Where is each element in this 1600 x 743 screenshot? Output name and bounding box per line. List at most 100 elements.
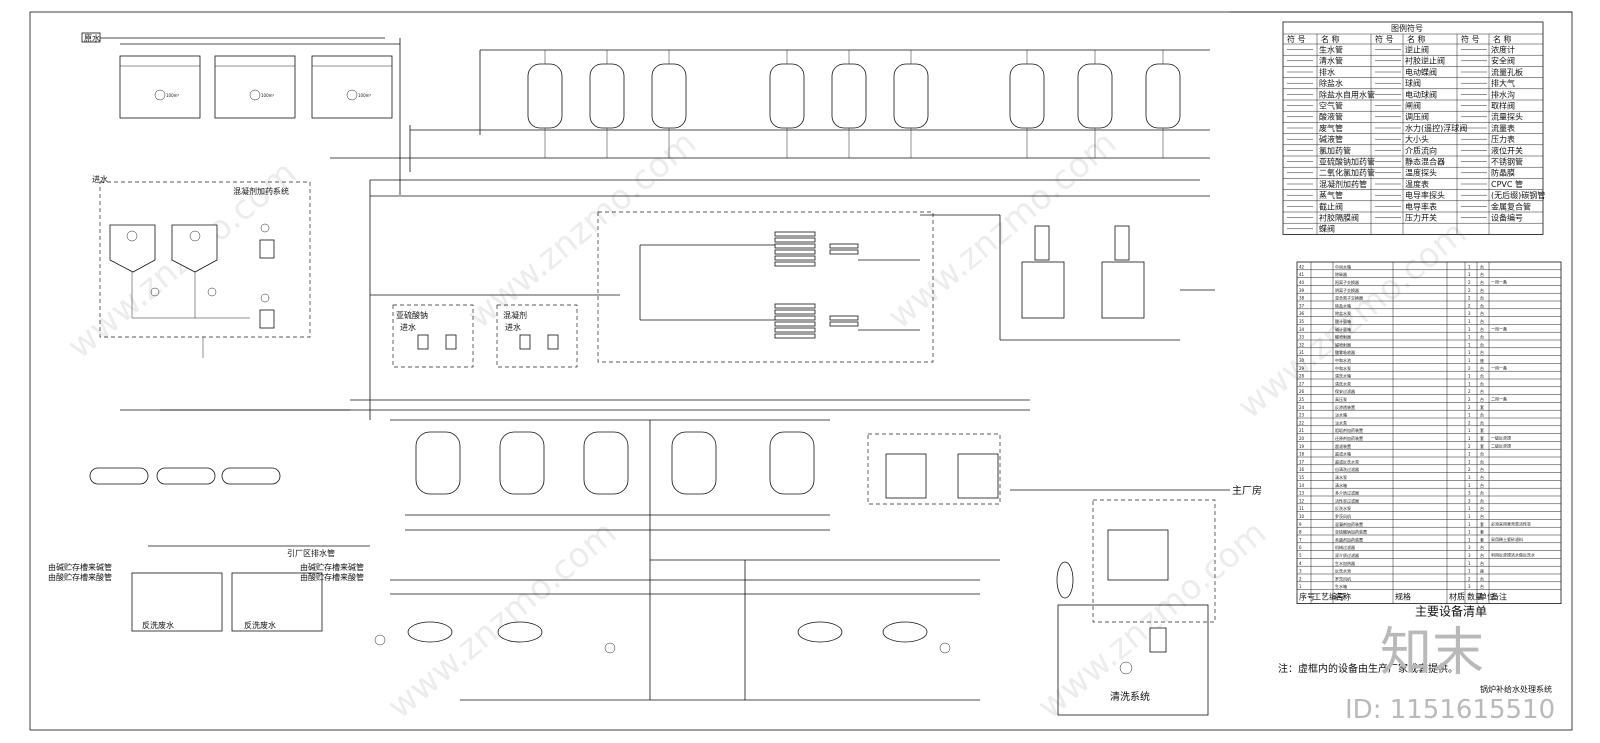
equipment-row-unit: 台 [1480, 318, 1484, 324]
acid-line-label: 由碱贮存槽来碱管 [48, 562, 112, 572]
legend-item: 空气管 [1319, 101, 1343, 111]
legend-item: 介质流向 [1405, 145, 1437, 155]
tank-volume: 100m³ [166, 93, 180, 98]
equipment-row-unit: 台 [1480, 552, 1484, 558]
equipment-row-name: 阳离子交换器 [1335, 279, 1359, 285]
equipment-remark: 一用一备 [1491, 325, 1507, 331]
equipment-row-name: 酸计量箱 [1335, 318, 1351, 324]
equipment-header-cell: 数量 [1467, 592, 1483, 602]
legend-item: 大小头 [1405, 134, 1429, 144]
equipment-row-unit: 台 [1480, 490, 1484, 496]
blowers [89, 467, 281, 485]
acid-line-label: 由碱贮存槽来碱管 [300, 562, 364, 572]
equipment-row-name: 淡水泵 [1335, 419, 1347, 425]
ro-skid-frame [597, 211, 934, 363]
equipment-row-unit: 台 [1480, 575, 1484, 581]
sodium-sulfite-box [392, 304, 474, 368]
legend-item: 氯加药管 [1319, 145, 1351, 155]
legend-header-cell: 名 称 [1407, 34, 1426, 44]
equipment-row-no: 37 [1299, 303, 1305, 308]
equipment-remark: 二用一备 [1491, 396, 1507, 402]
equipment-row-unit: 座 [1480, 357, 1484, 363]
equipment-row-no: 12 [1299, 498, 1305, 503]
legend-item: 排大气 [1491, 78, 1515, 88]
legend-item: 流量孔板 [1491, 67, 1523, 77]
equipment-title: 主要设备清单 [1415, 605, 1487, 619]
equipment-row-unit: 套 [1480, 435, 1484, 441]
backwash-pool [231, 572, 323, 632]
metering-pump [259, 309, 275, 329]
equipment-border [1296, 261, 1562, 605]
equipment-row-qty: 1 [1468, 264, 1471, 269]
equipment-row-qty: 2 [1468, 366, 1471, 371]
equipment-row-qty: 2 [1468, 467, 1471, 472]
legend-item: 压力表 [1491, 134, 1515, 144]
equipment-row-name: 超滤反洗水泵 [1335, 458, 1359, 464]
legend-item: 静态混合器 [1405, 157, 1445, 167]
equipment-row-qty: 1 [1468, 561, 1471, 566]
equipment-row-name: 保安过滤器 [1335, 388, 1355, 394]
equipment-row-no: 27 [1299, 381, 1305, 386]
equipment-row-name: 碱计量箱 [1335, 326, 1351, 332]
legend-item: 衬胶隔膜阀 [1319, 213, 1359, 223]
equipment-row-qty: 1 [1468, 522, 1471, 527]
equipment-row-no: 8 [1299, 530, 1302, 535]
filter-vessel [1145, 63, 1181, 129]
equipment-row-no: 3 [1299, 569, 1302, 574]
equipment-row-name: 阴离子交换器 [1335, 287, 1359, 293]
legend-item: 金属复合管 [1491, 201, 1531, 211]
equipment-row-unit: 台 [1480, 451, 1484, 457]
equipment-row-name: 反洗水泵 [1335, 505, 1351, 511]
equipment-row-name: 活性炭过滤器 [1335, 497, 1359, 503]
bottom-equipment [374, 621, 951, 654]
legend-item: 蒸气管 [1319, 190, 1343, 200]
equipment-row-name: 清洗水泵 [1335, 380, 1351, 386]
filter-vessel [651, 63, 687, 129]
equipment-row-unit: 套 [1480, 536, 1484, 542]
equipment-row-unit: 台 [1480, 482, 1484, 488]
legend-item: 球阀 [1405, 78, 1421, 88]
legend-item: 电动球阀 [1405, 89, 1437, 99]
legend-header-cell: 符 号 [1287, 34, 1306, 44]
legend-item: 生水管 [1319, 45, 1343, 55]
filter-vessel [831, 63, 867, 129]
legend-item: 压力开关 [1405, 213, 1437, 223]
equipment-row-name: 中间水箱 [1335, 263, 1351, 269]
equipment-row-qty: 2 [1468, 389, 1471, 394]
equipment-row-no: 9 [1299, 522, 1302, 527]
equipment-row-qty: 3 [1468, 584, 1471, 589]
cleaning-system-label: 清洗系统 [1110, 690, 1150, 703]
equipment-row-unit: 台 [1480, 263, 1484, 269]
water-tank [957, 453, 999, 499]
equipment-row-qty: 2 [1468, 405, 1471, 410]
equipment-row-qty: 1 [1468, 342, 1471, 347]
equipment-row-name: 中和水池 [1335, 357, 1351, 363]
equipment-row-no: 41 [1299, 272, 1305, 277]
equipment-row-no: 1 [1299, 584, 1302, 589]
filter-vessel [893, 63, 929, 129]
raw-water-tanks: 100m³ 100m³ 100m³ [119, 55, 393, 119]
filter-vessel [589, 63, 625, 129]
equipment-row-name: 碱喷射器 [1335, 341, 1351, 347]
decarbonator [1034, 225, 1050, 261]
equipment-row-no: 17 [1299, 459, 1305, 464]
equipment-row-name: 除盐水泵 [1335, 310, 1351, 316]
equipment-row-unit: 台 [1480, 287, 1484, 293]
equipment-row-qty: 1 [1468, 413, 1471, 418]
equipment-row-qty: 1 [1468, 483, 1471, 488]
legend-item: 碱液管 [1319, 134, 1343, 144]
equipment-row-unit: 座 [1480, 568, 1484, 574]
legend-item: 水力(遥控)浮球阀 [1405, 123, 1467, 133]
filter-vessel [769, 63, 805, 129]
equipment-row-name: 生水箱 [1335, 583, 1347, 589]
equipment-row-name: 双介质过滤器 [1335, 552, 1359, 558]
equipment-row-qty: 2 [1468, 288, 1471, 293]
equipment-row-unit: 台 [1480, 380, 1484, 386]
small-box-title: 亚硫酸钠 [396, 310, 428, 320]
coag-dosing-frame [99, 181, 311, 338]
equipment-row-no: 38 [1299, 296, 1305, 301]
dosing-tank [109, 224, 156, 273]
equipment-row-unit: 台 [1480, 560, 1484, 566]
legend-item: 混凝剂加药管 [1319, 179, 1367, 189]
